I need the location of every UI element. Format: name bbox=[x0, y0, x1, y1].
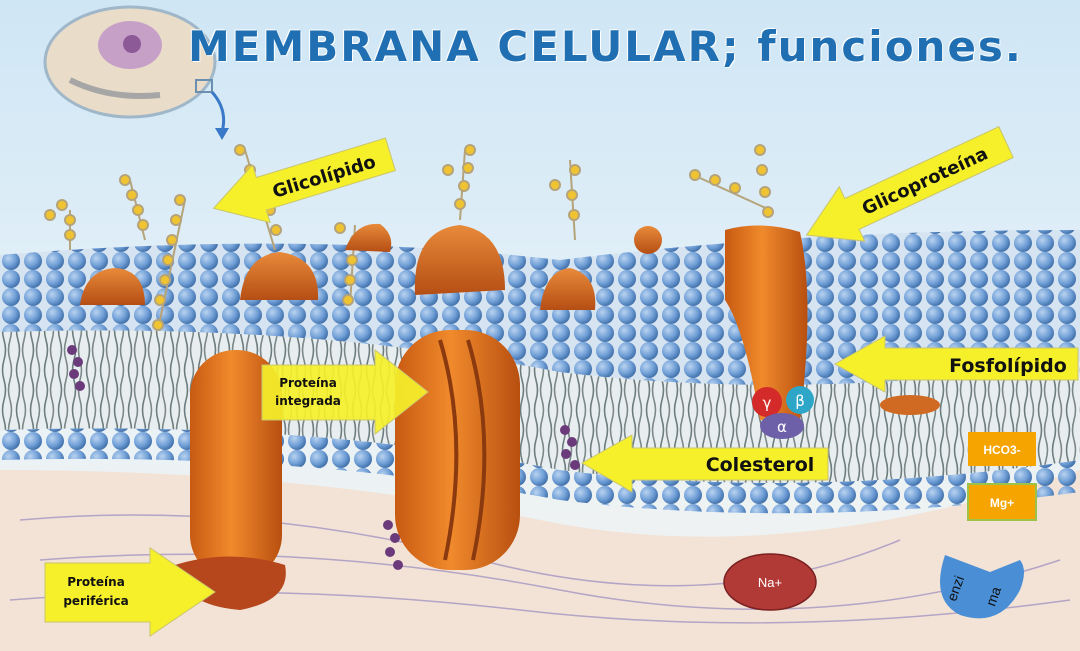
svg-text:Proteína: Proteína bbox=[279, 376, 337, 390]
svg-text:α: α bbox=[777, 418, 787, 436]
ion-mg: Mg+ bbox=[968, 484, 1036, 520]
svg-text:periférica: periférica bbox=[63, 594, 128, 608]
svg-text:β: β bbox=[795, 392, 805, 410]
svg-text:integrada: integrada bbox=[275, 394, 341, 408]
ion-hco3: HCO3- bbox=[968, 432, 1036, 466]
svg-text:Na+: Na+ bbox=[758, 575, 782, 590]
svg-text:Mg+: Mg+ bbox=[990, 496, 1014, 510]
page-title: MEMBRANA CELULAR; funciones. bbox=[188, 22, 1068, 71]
svg-text:Colesterol: Colesterol bbox=[706, 454, 815, 476]
channel-protein bbox=[395, 330, 520, 570]
svg-text:Proteína: Proteína bbox=[67, 575, 125, 589]
svg-text:γ: γ bbox=[763, 394, 772, 412]
svg-text:HCO3-: HCO3- bbox=[983, 443, 1020, 457]
ion-na: Na+ bbox=[724, 554, 816, 610]
svg-text:Fosfolípido: Fosfolípido bbox=[949, 355, 1067, 377]
